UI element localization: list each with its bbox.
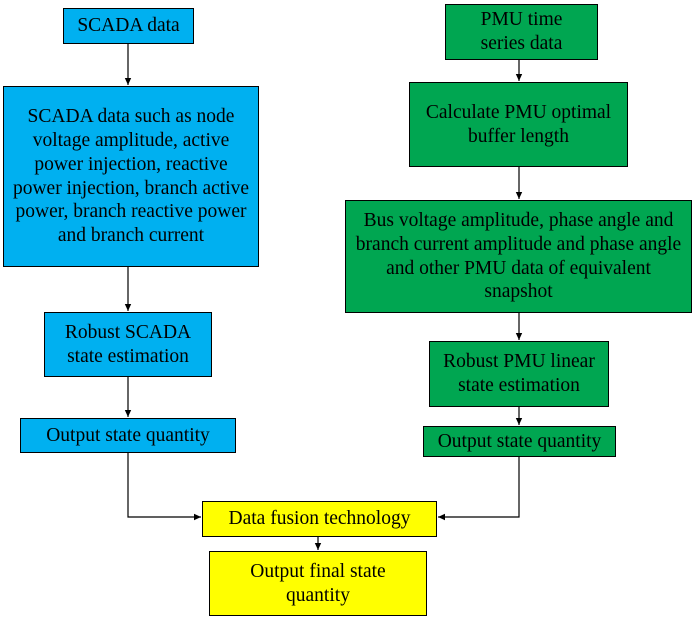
pmu-time-series-box: PMU time series data: [445, 4, 598, 60]
robust-pmu-box: Robust PMU linear state estimation: [429, 341, 609, 407]
pmu-time-series-label: PMU time series data: [480, 9, 563, 54]
scada-data-box: SCADA data: [63, 8, 194, 44]
robust-scada-label: Robust SCADA state estimation: [64, 321, 192, 367]
robust-pmu-label: Robust PMU linear state estimation: [443, 351, 595, 396]
data-fusion-box: Data fusion technology: [202, 501, 437, 537]
data-fusion-label: Data fusion technology: [228, 508, 411, 530]
scada-measurements-label: SCADA data such as node voltage amplitud…: [12, 106, 250, 247]
pmu-snapshot-label: Bus voltage amplitude, phase angle and b…: [355, 209, 682, 303]
scada-output-label: Output state quantity: [46, 424, 210, 446]
scada-data-label: SCADA data: [77, 15, 180, 37]
arrow-scada-output-to-fusion: [127, 453, 201, 521]
pmu-output-box: Output state quantity: [423, 426, 616, 457]
final-output-label: Output final state quantity: [250, 560, 386, 606]
pmu-output-label: Output state quantity: [437, 430, 602, 452]
scada-measurements-box: SCADA data such as node voltage amplitud…: [3, 86, 259, 267]
final-output-box: Output final state quantity: [209, 551, 427, 616]
pmu-buffer-label: Calculate PMU optimal buffer length: [425, 101, 612, 147]
scada-output-box: Output state quantity: [20, 418, 236, 453]
robust-scada-box: Robust SCADA state estimation: [44, 312, 212, 377]
pmu-snapshot-box: Bus voltage amplitude, phase angle and b…: [345, 200, 692, 313]
arrow-pmu-output-to-fusion: [438, 457, 520, 521]
pmu-buffer-box: Calculate PMU optimal buffer length: [409, 82, 628, 167]
